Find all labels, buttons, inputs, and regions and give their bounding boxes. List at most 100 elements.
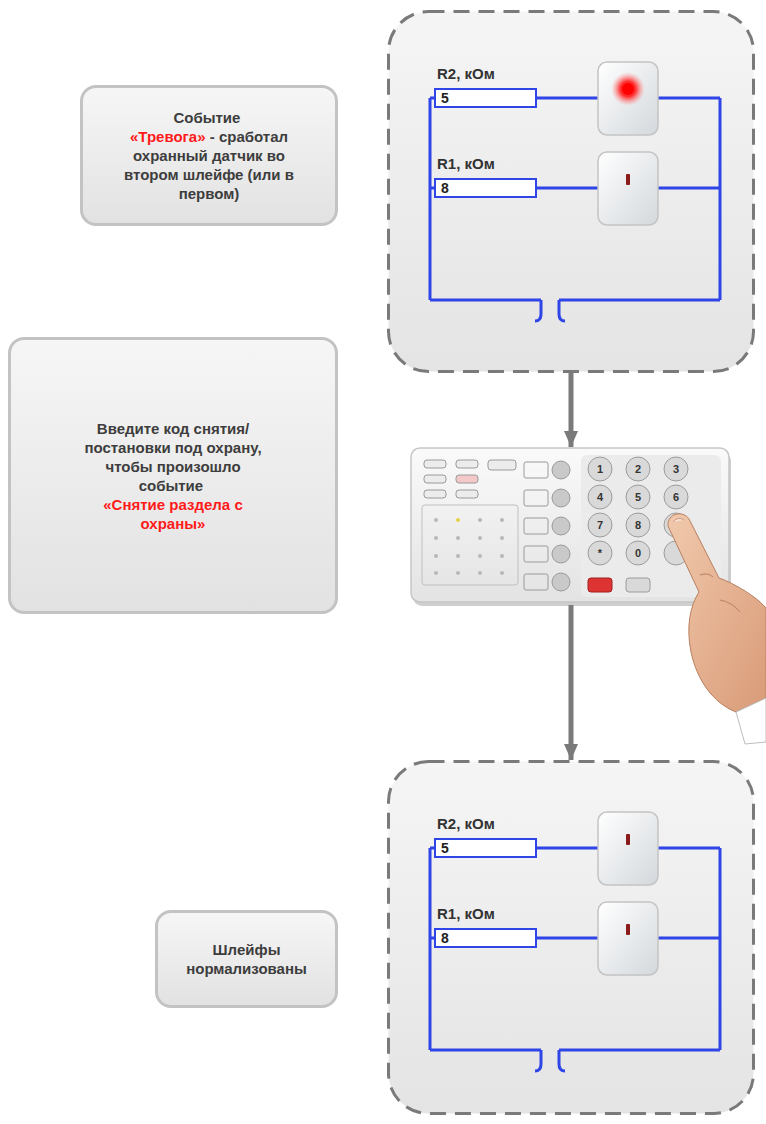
callout-box: Событие«Тревога»- сработал охранный датч… bbox=[80, 85, 338, 226]
round-button bbox=[552, 461, 570, 479]
key bbox=[626, 457, 650, 481]
zone-mark bbox=[456, 554, 460, 558]
zone-marks bbox=[434, 518, 504, 575]
led bbox=[424, 475, 446, 483]
zone-mark bbox=[456, 518, 460, 522]
callout-box: Шлейфы нормализованы bbox=[155, 910, 338, 1008]
zone-mark bbox=[478, 536, 482, 540]
resistance-value: 5 bbox=[436, 840, 535, 856]
wire bbox=[430, 848, 720, 1050]
event-name: «Снятие раздела с охраны» bbox=[71, 495, 275, 533]
connectors bbox=[571, 373, 572, 760]
zone-mark bbox=[500, 571, 504, 575]
key bbox=[588, 485, 612, 509]
round-button bbox=[552, 489, 570, 507]
callout-label: Шлейфы нормализованы bbox=[186, 941, 307, 977]
resistance-value: 5 bbox=[436, 90, 535, 106]
callout-text: Шлейфы нормализованы bbox=[176, 940, 317, 978]
detector-body bbox=[598, 152, 658, 225]
zone-mark bbox=[434, 554, 438, 558]
flow-arrow bbox=[569, 373, 574, 447]
zone-mark bbox=[478, 518, 482, 522]
led bbox=[424, 460, 446, 468]
alarm-glow bbox=[611, 72, 645, 106]
key bbox=[664, 485, 688, 509]
led bbox=[456, 490, 478, 498]
callout-text: Событие«Тревога»- сработал охранный датч… bbox=[113, 108, 305, 203]
button-frame bbox=[524, 518, 548, 534]
motion-detector bbox=[598, 902, 658, 975]
hand bbox=[668, 514, 766, 712]
resistor-box: R2, кОм5 bbox=[434, 88, 537, 108]
key bbox=[626, 541, 650, 565]
terminal-symbol bbox=[535, 300, 565, 321]
key-label: 5 bbox=[628, 487, 648, 507]
callout-label: Введите код снятия/постановки под охрану… bbox=[84, 420, 261, 494]
loop-wires bbox=[430, 848, 720, 1071]
resistance-value: 8 bbox=[436, 930, 535, 946]
dashed-border bbox=[389, 762, 754, 1114]
detector-body bbox=[598, 62, 658, 135]
button-frame bbox=[524, 574, 548, 590]
led bbox=[488, 460, 516, 470]
flow-arrow bbox=[569, 605, 574, 760]
key-label: 7 bbox=[590, 515, 610, 535]
loop-panel: R2, кОм5R1, кОм8 bbox=[387, 10, 755, 373]
led bbox=[424, 490, 446, 498]
event-name: «Тревога» bbox=[130, 128, 206, 145]
callout-box: Введите код снятия/постановки под охрану… bbox=[8, 337, 338, 614]
resistor-box: R1, кОм8 bbox=[434, 928, 537, 948]
led bbox=[456, 475, 478, 483]
zone-mark bbox=[478, 571, 482, 575]
knuckle bbox=[700, 574, 740, 612]
panic-button bbox=[588, 578, 612, 592]
key-label: 1 bbox=[590, 459, 610, 479]
detector-led bbox=[626, 834, 630, 845]
round-button bbox=[552, 517, 570, 535]
zone-mark bbox=[456, 536, 460, 540]
loop-panel: R2, кОм5R1, кОм8 bbox=[387, 760, 755, 1115]
panel-ground bbox=[389, 762, 754, 1114]
resistor-name: R1, кОм bbox=[437, 905, 495, 923]
key bbox=[626, 513, 650, 537]
resistor-box: R2, кОм5 bbox=[434, 838, 537, 858]
button-frame bbox=[524, 462, 548, 478]
key bbox=[664, 457, 688, 481]
fingernail bbox=[673, 518, 684, 522]
keys bbox=[588, 457, 688, 565]
button-frame bbox=[524, 546, 548, 562]
key-label: 4 bbox=[590, 487, 610, 507]
motion-detector bbox=[598, 812, 658, 885]
key bbox=[588, 457, 612, 481]
alarm-led bbox=[622, 83, 634, 95]
detector-body bbox=[598, 902, 658, 975]
terminal-symbol bbox=[535, 1050, 565, 1071]
zone-mark bbox=[500, 536, 504, 540]
key-label: 8 bbox=[628, 515, 648, 535]
resistor-name: R1, кОм bbox=[437, 155, 495, 173]
round-button bbox=[552, 573, 570, 591]
resistor-name: R2, кОм bbox=[437, 815, 495, 833]
detector-led bbox=[626, 174, 630, 185]
keypad-illustration bbox=[411, 448, 766, 744]
key bbox=[626, 578, 650, 592]
key bbox=[626, 485, 650, 509]
led bbox=[456, 460, 478, 468]
zone-mark bbox=[434, 518, 438, 522]
callout-text: Введите код снятия/постановки под охрану… bbox=[71, 419, 275, 533]
dashed-border bbox=[389, 12, 754, 372]
callout-label: Событие bbox=[113, 108, 301, 127]
key-label: 6 bbox=[666, 487, 686, 507]
motion-detector bbox=[598, 152, 658, 225]
keypad: 12345678*0 bbox=[410, 447, 732, 605]
function-buttons bbox=[524, 461, 570, 591]
resistor-box: R1, кОм8 bbox=[434, 178, 537, 198]
key bbox=[588, 541, 612, 565]
motion-detector bbox=[598, 62, 658, 135]
loop-wires bbox=[430, 98, 720, 321]
shirt-cuff bbox=[736, 698, 766, 744]
key-label: * bbox=[590, 543, 610, 563]
zone-mark bbox=[434, 536, 438, 540]
zone-mark bbox=[434, 571, 438, 575]
resistance-value: 8 bbox=[436, 180, 535, 196]
